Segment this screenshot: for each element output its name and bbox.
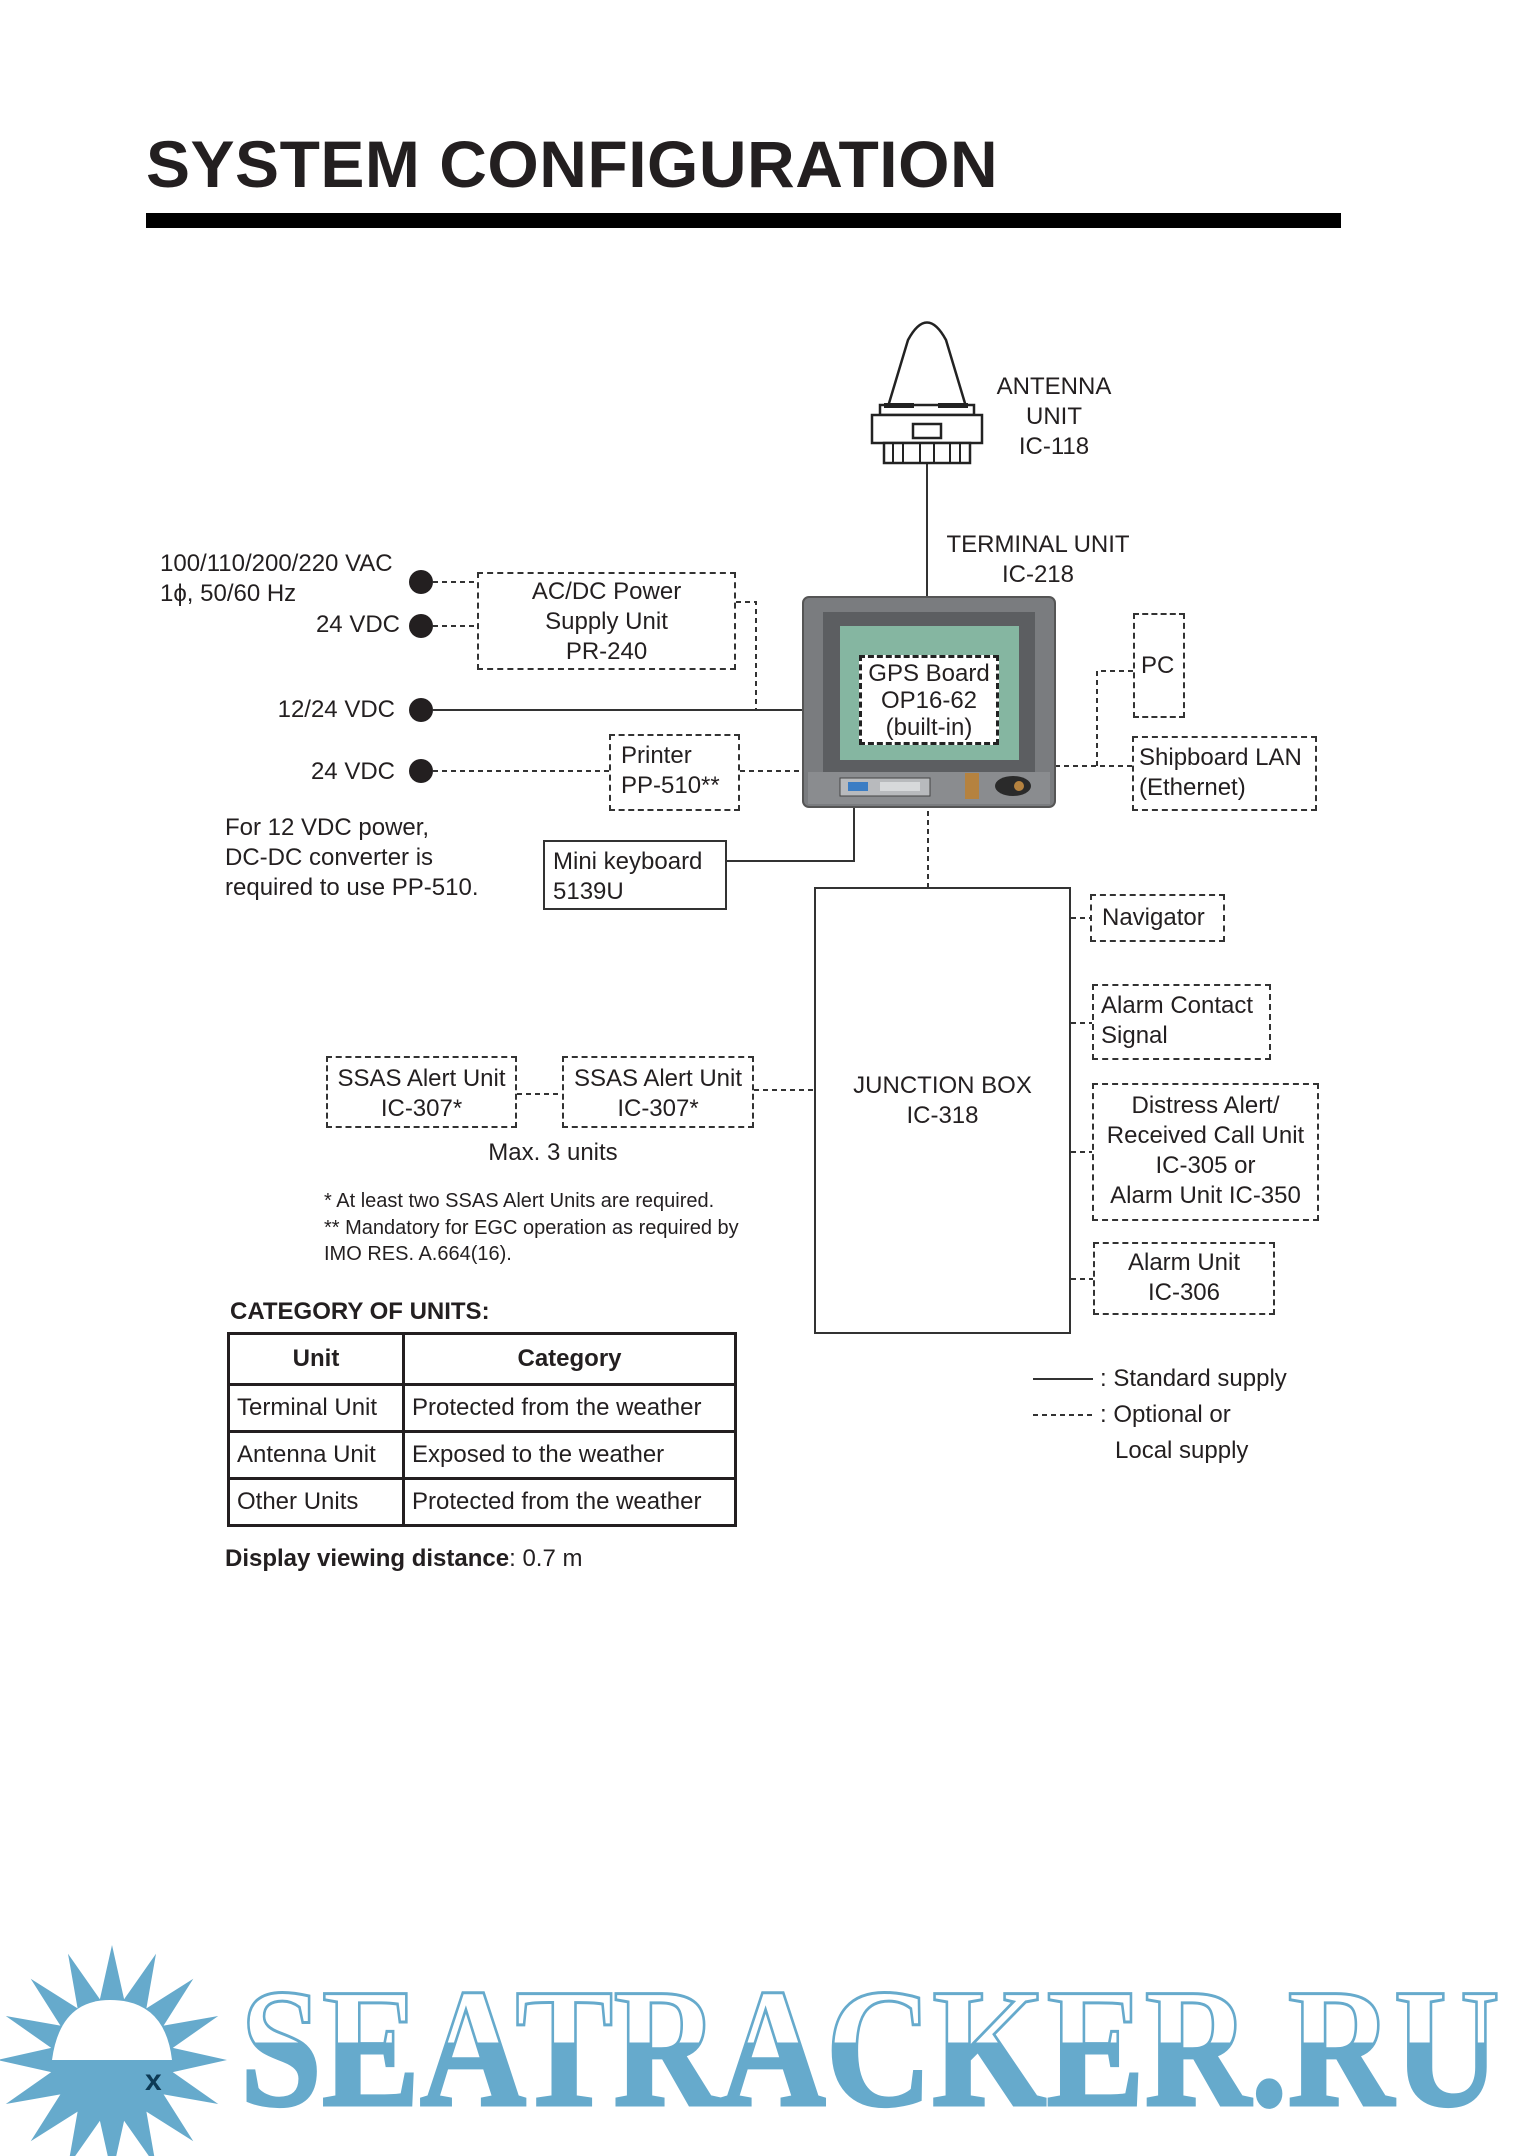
title-rule <box>146 213 1341 228</box>
navigator-box: Navigator <box>1090 894 1225 942</box>
power-terminal-dot <box>409 570 433 594</box>
category-heading: CATEGORY OF UNITS: <box>230 1298 490 1325</box>
ssas-alert-unit-box: SSAS Alert Unit IC-307* <box>326 1056 517 1128</box>
power-terminal-dot <box>409 759 433 783</box>
acdc-power-supply-box: AC/DC Power Supply Unit PR-240 <box>477 572 736 670</box>
gps-board-box: GPS Board OP16-62 (built-in) <box>859 655 999 745</box>
junction-box: JUNCTION BOX IC-318 <box>814 887 1071 1334</box>
alarm-contact-box: Alarm Contact Signal <box>1092 984 1271 1060</box>
watermark-text: SEATRACKER.RU <box>240 1954 1500 2142</box>
watermark-logo: SEATRACKER.RU x <box>0 1945 1502 2156</box>
sun-icon <box>0 1945 227 2156</box>
vac-label: 100/110/200/220 VAC <box>160 550 393 577</box>
legend-local: Local supply <box>1115 1437 1249 1464</box>
shipboard-lan-box: Shipboard LAN (Ethernet) <box>1132 736 1317 811</box>
legend-optional: : Optional or <box>1100 1401 1231 1428</box>
watermark-mark: x <box>145 2064 162 2097</box>
footnotes: * At least two SSAS Alert Units are requ… <box>324 1190 739 1265</box>
viewing-distance: Display viewing distance: 0.7 m <box>225 1545 583 1572</box>
dc-converter-note: For 12 VDC power, DC-DC converter is req… <box>225 814 479 901</box>
mini-keyboard-box: Mini keyboard 5139U <box>543 840 727 910</box>
power-terminal-dot <box>409 698 433 722</box>
pc-box: PC <box>1133 613 1185 718</box>
table-header-row: Unit Category <box>227 1332 737 1386</box>
vdc24-printer-label: 24 VDC <box>310 758 395 785</box>
legend-standard: : Standard supply <box>1100 1365 1287 1392</box>
max-units-label: Max. 3 units <box>488 1139 618 1166</box>
page-title: SYSTEM CONFIGURATION <box>146 127 999 201</box>
printer-box: Printer PP-510** <box>609 734 740 811</box>
antenna-label: ANTENNA UNIT IC-118 <box>996 373 1112 460</box>
vdc24-label: 24 VDC <box>315 611 400 638</box>
vdc12-24-label: 12/24 VDC <box>277 696 395 723</box>
antenna-icon <box>870 321 984 465</box>
ssas-alert-unit-box: SSAS Alert Unit IC-307* <box>562 1056 754 1128</box>
phase-label: 1ϕ, 50/60 Hz <box>160 580 297 607</box>
keyboard-cable <box>727 807 855 862</box>
alarm-unit-box: Alarm Unit IC-306 <box>1093 1242 1275 1315</box>
distress-alert-box: Distress Alert/ Received Call Unit IC-30… <box>1092 1083 1319 1221</box>
power-terminal-dot <box>409 614 433 638</box>
terminal-unit-label: TERMINAL UNIT IC-218 <box>946 531 1130 588</box>
